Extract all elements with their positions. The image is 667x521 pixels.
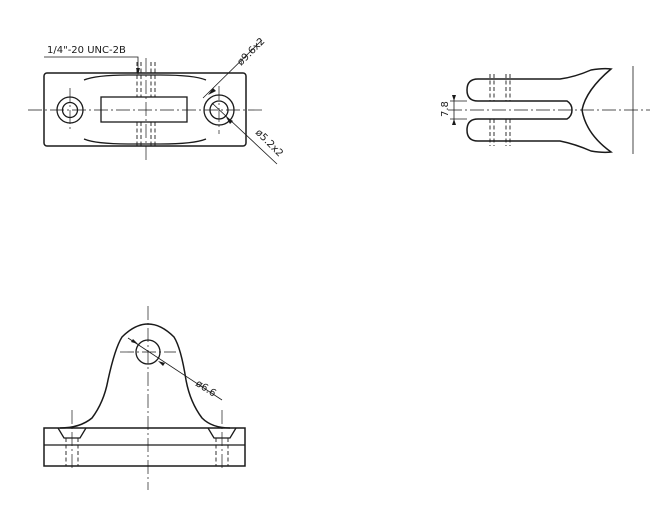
top-view-rib-top — [83, 74, 207, 81]
thread-callout-text: 1/4"-20 UNC-2B — [47, 45, 126, 56]
slot-width-arrow — [452, 119, 456, 125]
pivot-dia-arrow — [158, 361, 165, 366]
hole-dia-leader — [211, 102, 278, 165]
front-view-ear-outline — [59, 323, 231, 429]
pivot-dia-arrow — [131, 339, 138, 344]
front-view-base — [43, 427, 246, 467]
thread-callout-arrow — [136, 68, 140, 75]
hole-dia-arrow — [226, 117, 233, 124]
top-view-rib-bottom — [83, 138, 207, 145]
pivot-dia-leader — [127, 337, 223, 401]
pivot-dia-text: ø6.6 — [193, 378, 217, 399]
counterbore-dia-text: ø9.6x2 — [235, 36, 267, 68]
top-view-outline — [43, 72, 247, 147]
top-view-center-slot — [100, 96, 188, 123]
side-view: 7.8 — [440, 66, 650, 154]
counterbore-arrow — [208, 88, 216, 95]
slot-width-text: 7.8 — [440, 101, 451, 117]
side-view-outline — [466, 67, 613, 154]
front-view: ø6.6 — [43, 306, 246, 490]
hole-dia-text: ø5.2x2 — [253, 127, 285, 159]
slot-width-arrow — [452, 95, 456, 101]
top-view: 1/4"-20 UNC-2B ø9.6x2 ø5.2x2 — [28, 36, 285, 165]
thread-callout-leader — [44, 56, 139, 72]
